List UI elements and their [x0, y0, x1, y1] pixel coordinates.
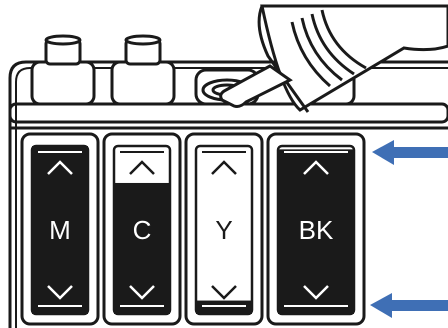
- ink-tank-m: M: [20, 132, 100, 326]
- tank-label: C: [133, 215, 152, 245]
- tank-label: M: [49, 215, 71, 245]
- tank-windows: M C Y BK: [20, 132, 366, 326]
- chevron-down-icon: [211, 285, 237, 300]
- ink-level: [32, 146, 88, 314]
- bottle-icon: [219, 4, 448, 113]
- chevron-up-icon: [211, 160, 237, 175]
- tank-label: BK: [299, 215, 334, 245]
- ink-level: [114, 182, 170, 314]
- tank-label: Y: [215, 215, 232, 245]
- chevron-down-icon: [303, 285, 329, 300]
- arrow-left-icon: [372, 140, 448, 165]
- ink-level: [196, 300, 252, 314]
- ink-level: [278, 149, 354, 314]
- chevron-down-icon: [129, 285, 155, 300]
- chevron-up-icon: [47, 160, 73, 175]
- arrow-left-icon: [370, 293, 448, 318]
- chevron-down-icon: [47, 285, 73, 300]
- cap-magenta: [30, 34, 96, 106]
- chevron-up-icon: [129, 160, 155, 175]
- chevron-up-icon: [303, 160, 329, 175]
- ink-tank-y: Y: [184, 132, 264, 326]
- cap-cyan: [110, 34, 176, 106]
- ink-tank-bk: BK: [266, 132, 366, 326]
- ink-tank-c: C: [102, 132, 182, 326]
